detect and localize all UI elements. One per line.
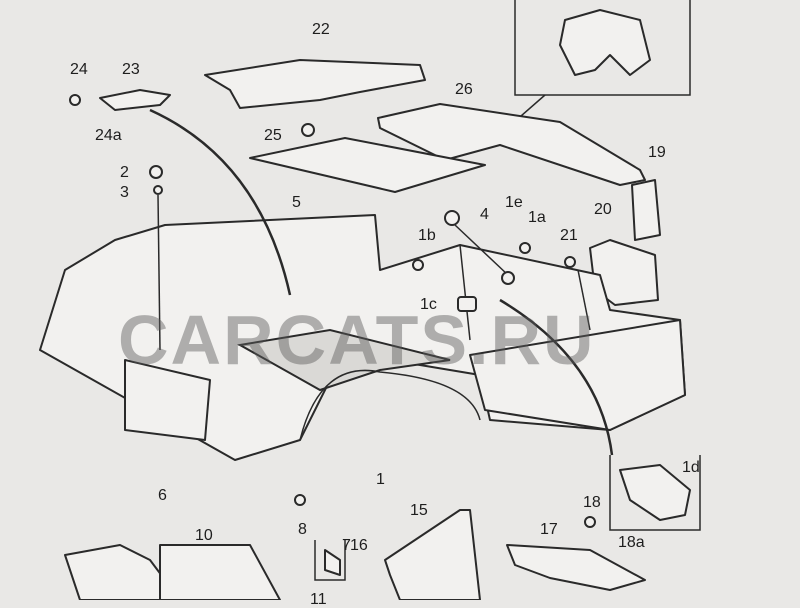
- callout-4: 4: [480, 206, 489, 223]
- part-15-panel: [384, 509, 481, 601]
- callout-5: 5: [292, 194, 301, 211]
- inset-16: [314, 540, 346, 581]
- callout-18: 18: [583, 494, 601, 511]
- callout-1a: 1a: [528, 209, 546, 226]
- callout-10: 10: [195, 527, 213, 544]
- part-17-panel: [506, 544, 646, 591]
- part-10-panel: [159, 544, 281, 601]
- callout-1: 1: [376, 471, 385, 488]
- callout-18a: 18a: [618, 534, 645, 551]
- part-1b-clip: [412, 259, 424, 271]
- callout-19: 19: [648, 144, 666, 161]
- callout-24a: 24a: [95, 127, 122, 144]
- leader-24a: [149, 108, 292, 296]
- part-1e-grommet: [501, 271, 515, 285]
- callout-8: 8: [298, 521, 307, 538]
- callout-15: 15: [410, 502, 428, 519]
- callout-17: 17: [540, 521, 558, 538]
- inset-detail-top: [504, 0, 691, 131]
- callout-23: 23: [122, 61, 140, 78]
- part-1c-clip: [457, 296, 477, 312]
- part-3-clip: [153, 185, 163, 195]
- part-21-nut: [564, 256, 576, 268]
- callout-26: 26: [455, 81, 473, 98]
- part-18-screw: [584, 516, 596, 528]
- part-5-mat: [249, 137, 486, 193]
- part-1a-nut: [519, 242, 531, 254]
- leader-1d: [499, 298, 614, 456]
- callout-22: 22: [312, 21, 330, 38]
- callout-1e: 1e: [505, 194, 523, 211]
- leader-4: [454, 224, 509, 276]
- part-25-clip: [301, 123, 315, 137]
- part-1-trunk-floor: [39, 214, 686, 461]
- part-22-panel: [204, 59, 426, 109]
- part-4-bolt: [444, 210, 460, 226]
- callout-3: 3: [120, 184, 129, 201]
- part-8-clip: [294, 494, 306, 506]
- part-19-cover: [631, 179, 661, 241]
- part-24-bolt: [69, 94, 81, 106]
- part-23-bracket: [99, 89, 171, 111]
- callout-1c: 1c: [420, 296, 437, 313]
- callout-6: 6: [158, 487, 167, 504]
- callout-25: 25: [264, 127, 282, 144]
- part-26-rail: [377, 103, 646, 186]
- callout-7: 7: [342, 537, 351, 554]
- watermark: CARCATS.RU: [118, 301, 596, 379]
- callout-11: 11: [310, 591, 327, 608]
- part-16-clip: [324, 549, 341, 576]
- callout-1d: 1d: [682, 459, 700, 476]
- callout-21: 21: [560, 227, 578, 244]
- leader-3: [157, 194, 161, 351]
- callout-2: 2: [120, 164, 129, 181]
- inset-detail-1d: [609, 455, 701, 531]
- callout-1b: 1b: [418, 227, 436, 244]
- callout-20: 20: [594, 201, 612, 218]
- callout-24: 24: [70, 61, 88, 78]
- callout-16: 16: [350, 537, 368, 554]
- part-2-plug: [149, 165, 163, 179]
